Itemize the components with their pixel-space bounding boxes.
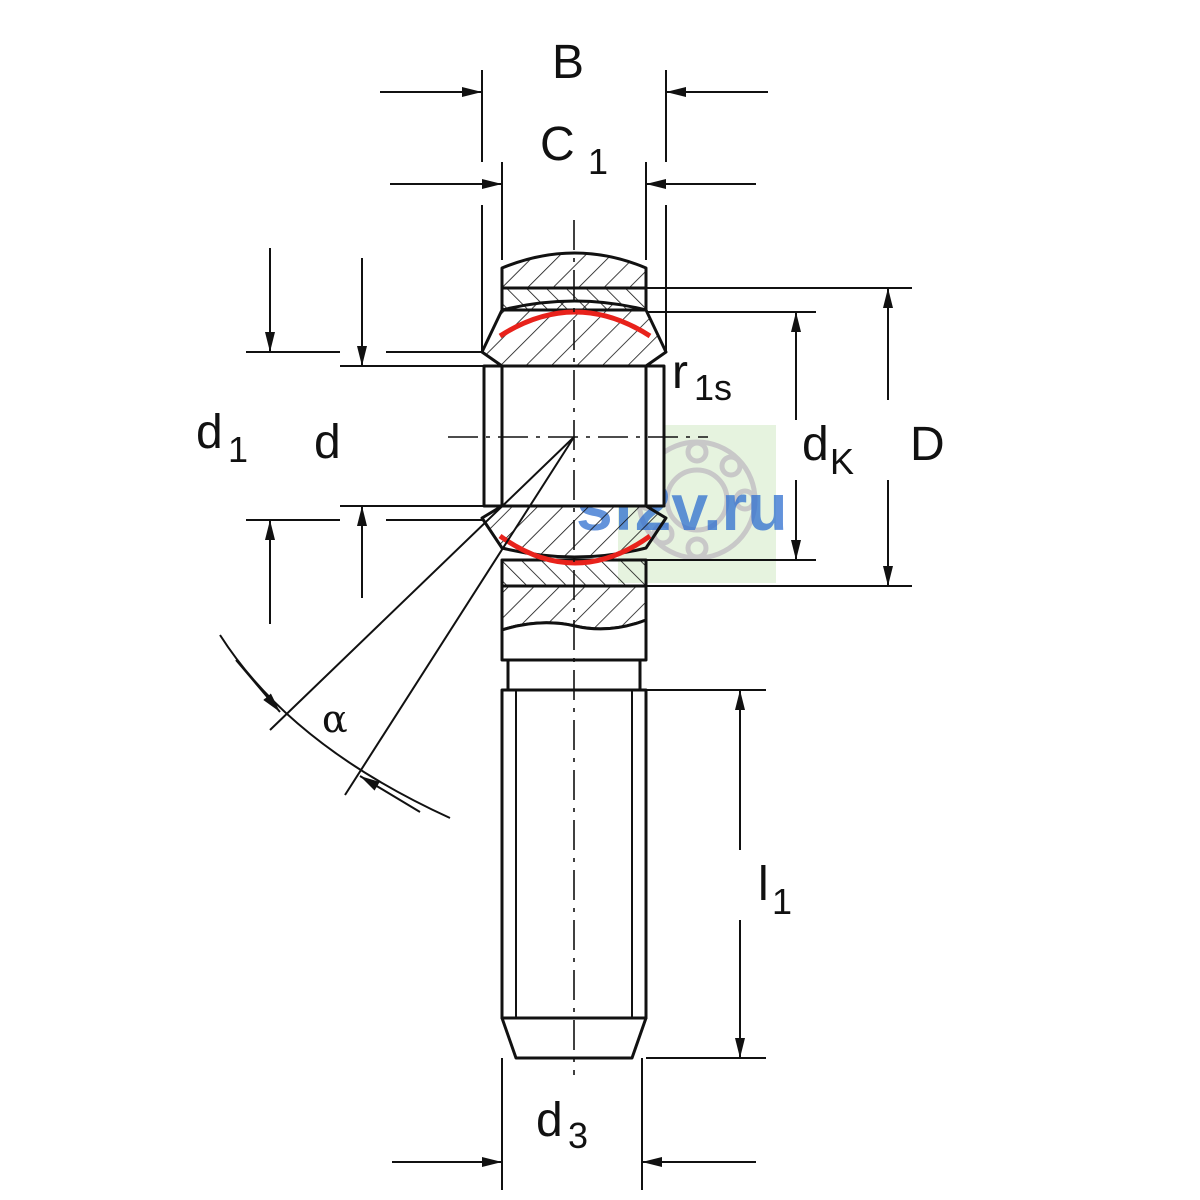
label-r1s-sub: 1s: [694, 367, 732, 408]
seal-arc-top: [498, 309, 652, 339]
label-dK-sub: K: [830, 441, 854, 482]
dimension-labels: B C 1 d 1 d r 1s d K D α l 1 d 3: [196, 36, 945, 1156]
label-B: B: [552, 36, 584, 89]
label-l1-main: l: [758, 858, 769, 911]
label-C1-sub: 1: [588, 141, 608, 182]
label-d3-main: d: [536, 1094, 563, 1147]
alpha-arrows: [235, 659, 421, 813]
label-d1-sub: 1: [228, 429, 248, 470]
center-lines: [448, 220, 708, 1075]
seal-arc-bottom: [498, 533, 652, 566]
label-r1s: r 1s: [672, 346, 732, 408]
dimension-lines: [246, 70, 912, 1190]
label-alpha: α: [322, 697, 348, 741]
label-d: d: [314, 416, 341, 469]
label-l1: l 1: [758, 858, 792, 922]
label-l1-sub: 1: [772, 881, 792, 922]
label-d3-sub: 3: [568, 1115, 588, 1156]
label-d1: d 1: [196, 406, 248, 470]
label-r1s-main: r: [672, 346, 688, 399]
label-dK: d K: [802, 418, 854, 482]
label-C1: C 1: [540, 118, 608, 182]
seal-lines: [498, 309, 652, 566]
label-d1-main: d: [196, 406, 223, 459]
label-D: D: [910, 418, 945, 471]
label-d3: d 3: [536, 1094, 588, 1156]
label-dK-main: d: [802, 418, 829, 471]
label-C1-main: C: [540, 118, 575, 171]
